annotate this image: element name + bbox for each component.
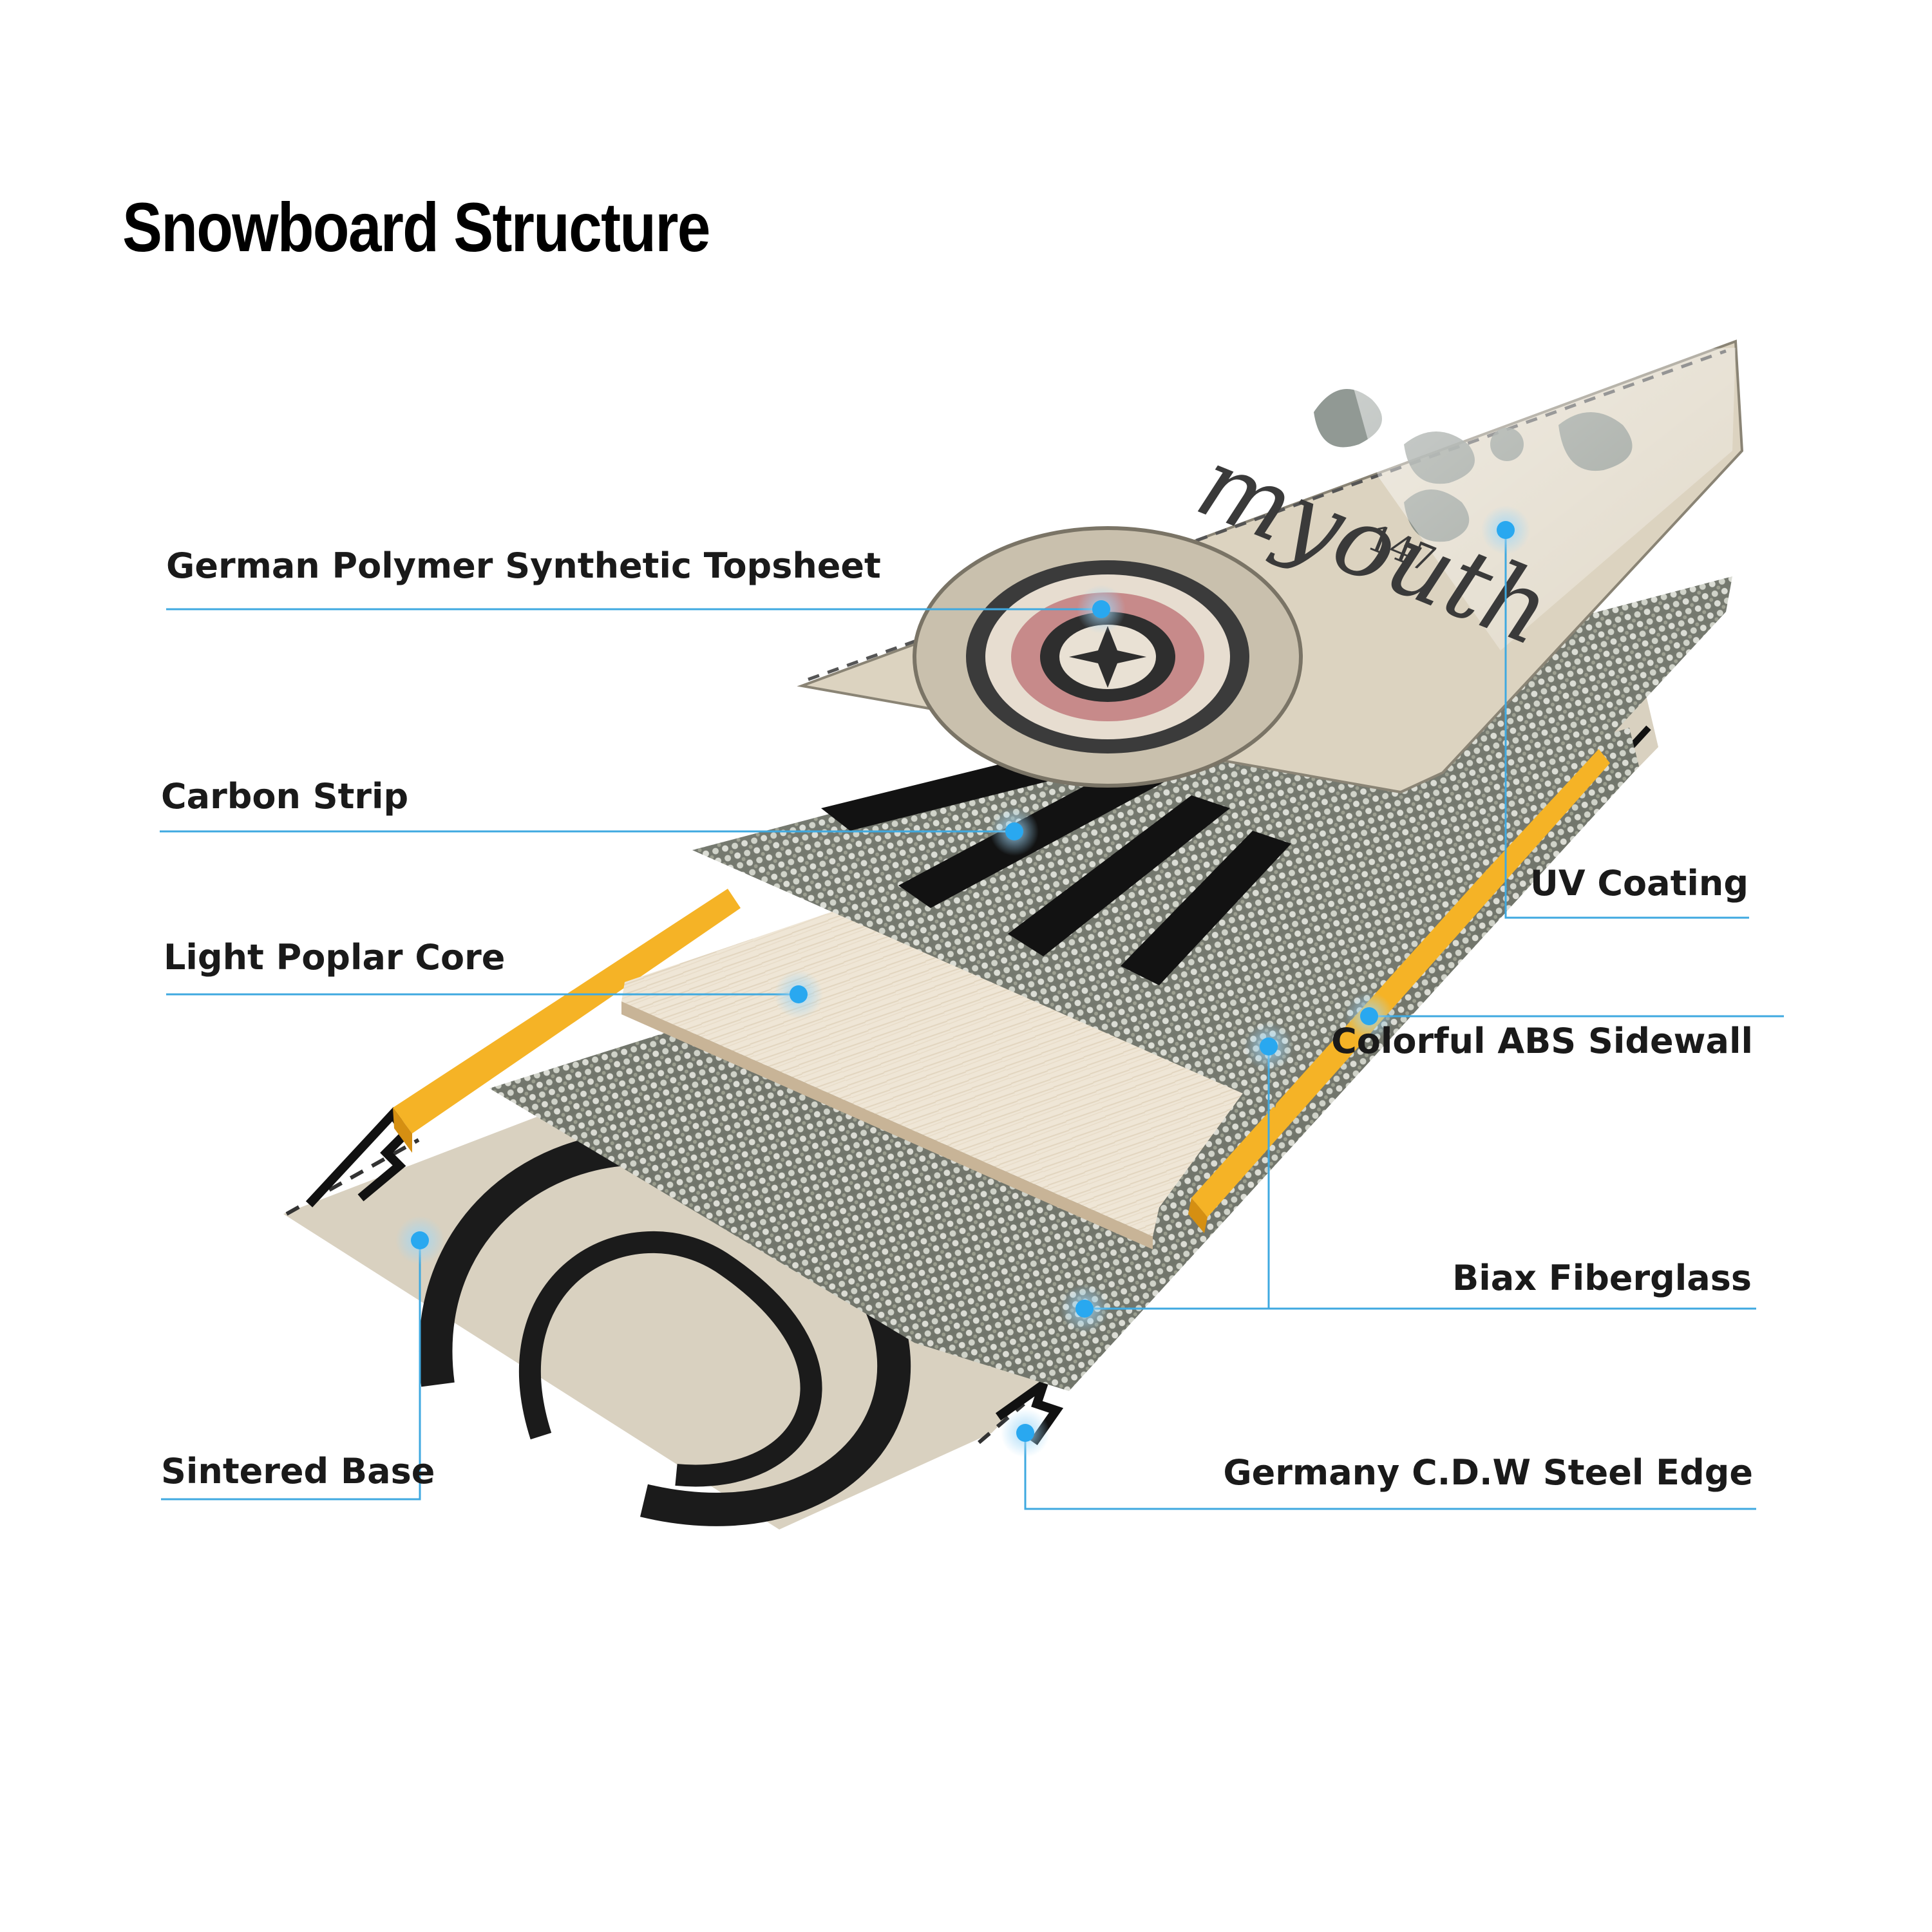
abs-sidewall-left [393, 889, 741, 1153]
marker-core [774, 970, 823, 1019]
leader-edge [1024, 1433, 1756, 1510]
marker-sidewall [1345, 992, 1394, 1041]
marker-uv [1481, 506, 1530, 554]
leader-base [161, 1240, 421, 1501]
marker-carbon [990, 807, 1039, 856]
steel-edge-left [305, 1106, 412, 1208]
label-carbon-strip: Carbon Strip [161, 776, 409, 817]
label-biax-fiberglass: Biax Fiberglass [1452, 1258, 1752, 1298]
label-sintered-base: Sintered Base [161, 1451, 435, 1492]
markers [395, 506, 1530, 1457]
page-title: Snowboard Structure [122, 188, 710, 266]
marker-topsheet [1077, 585, 1126, 634]
uv-coating-gloss [1346, 348, 1736, 650]
leader-uv [1504, 530, 1749, 919]
label-uv-coating: UV Coating [1530, 863, 1748, 904]
label-poplar-core: Light Poplar Core [164, 937, 506, 978]
marker-base [395, 1216, 444, 1265]
marker-edge [1001, 1408, 1050, 1457]
label-abs-sidewall: Colorful ABS Sidewall [1331, 1021, 1753, 1061]
marker-fiberglass-lower [1060, 1284, 1109, 1333]
label-topsheet: German Polymer Synthetic Topsheet [166, 545, 881, 586]
leader-lines [160, 530, 1784, 1510]
marker-fiberglass-upper [1244, 1022, 1293, 1071]
label-steel-edge: Germany C.D.W Steel Edge [1223, 1452, 1753, 1493]
topsheet-emblem [913, 526, 1303, 788]
